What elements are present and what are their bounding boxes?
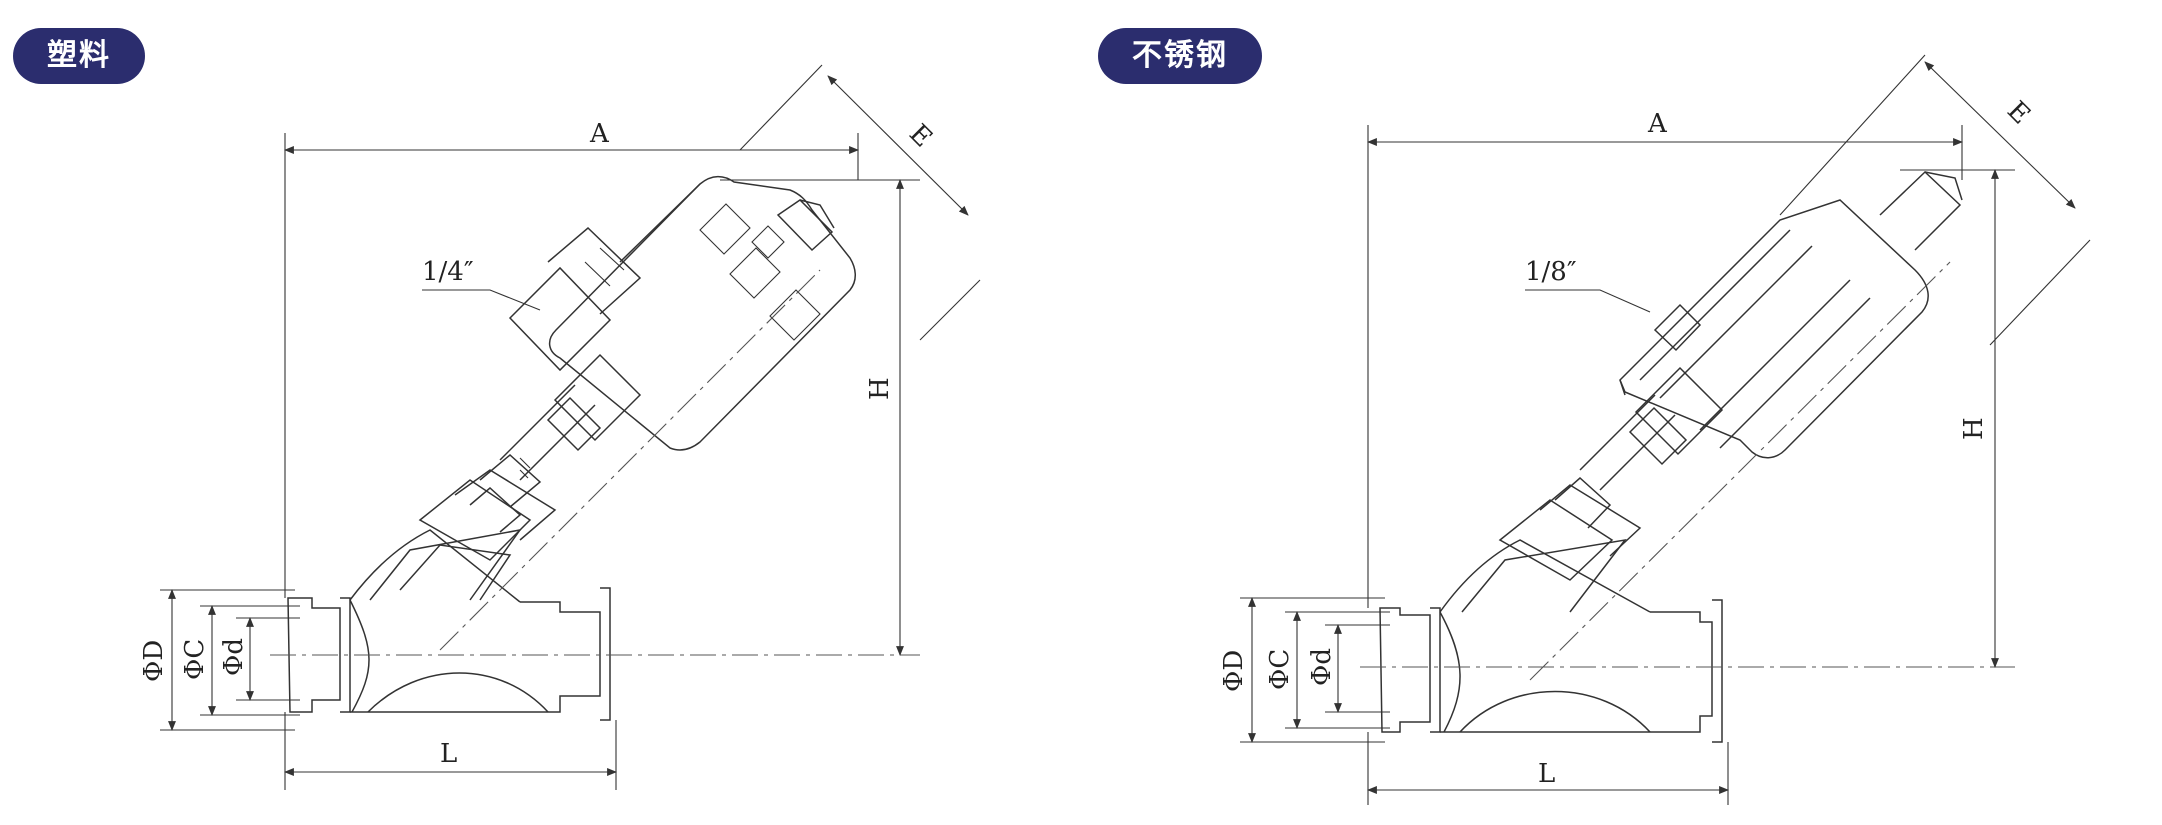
material-badge-stainless: 不锈钢 xyxy=(1098,28,1262,84)
centerline-axis xyxy=(439,269,821,651)
plastic-valve-drawing: A E H L ΦD ΦC Φd 1/4″ xyxy=(139,64,981,790)
valve-body xyxy=(287,353,642,721)
dimension-lines xyxy=(160,64,981,790)
dim-label-E: E xyxy=(2001,96,2036,131)
dim-label-C: ΦC xyxy=(1265,649,1295,690)
dim-label-H: H xyxy=(1959,417,1989,440)
actuator xyxy=(1619,170,1963,459)
dim-label-D: ΦD xyxy=(139,640,169,682)
centerline-axis xyxy=(1529,261,1951,681)
dim-label-d: Φd xyxy=(219,638,249,676)
dim-label-E: E xyxy=(903,119,938,154)
port-size-label: 1/4″ xyxy=(422,257,474,287)
dim-label-d: Φd xyxy=(1307,648,1337,686)
dim-label-L: L xyxy=(440,739,457,769)
port-size-label: 1/8″ xyxy=(1525,257,1577,287)
dim-label-L: L xyxy=(1538,759,1555,789)
dimension-lines xyxy=(1240,54,2091,805)
dim-label-A: A xyxy=(589,119,610,149)
valve-body xyxy=(1379,366,1724,743)
actuator xyxy=(508,175,856,451)
dim-label-A: A xyxy=(1647,109,1668,139)
material-badge-plastic: 塑料 xyxy=(13,28,145,84)
dim-label-H: H xyxy=(865,377,895,400)
dim-label-C: ΦC xyxy=(180,639,210,680)
dim-label-D: ΦD xyxy=(1219,650,1249,692)
stainless-valve-drawing: A E H L ΦD ΦC Φd 1/8″ xyxy=(1219,54,2091,805)
